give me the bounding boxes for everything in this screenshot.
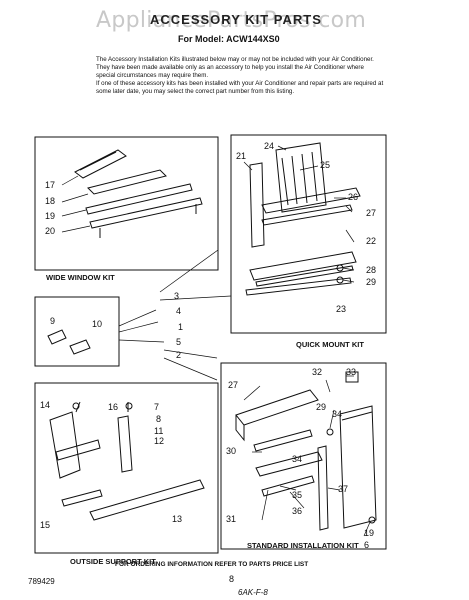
callout-4: 4: [176, 306, 182, 316]
callout-35: 35: [292, 490, 303, 500]
clip-parts: [47, 329, 91, 355]
callout-5: 5: [176, 337, 182, 347]
label-wide-window-kit: WIDE WINDOW KIT: [46, 273, 115, 282]
callout-7: 7: [154, 402, 160, 412]
callout-6: 6: [364, 540, 370, 550]
callout-34b: 34: [292, 454, 303, 464]
callout-28: 28: [366, 265, 377, 275]
callout-21: 21: [236, 151, 247, 161]
callout-36: 36: [292, 506, 303, 516]
callout-14: 14: [40, 400, 51, 410]
callout-32: 32: [312, 367, 323, 377]
callout-37: 37: [338, 484, 349, 494]
watermark: AppliancePartsPros.com: [96, 8, 367, 33]
intro-paragraph-2: If one of these accessory kits has been …: [96, 80, 384, 96]
standard-installation-kit-frame: [220, 362, 387, 550]
callout-31: 31: [226, 514, 237, 524]
wide-window-kit-parts: [74, 149, 203, 238]
callout-11: 11: [154, 426, 164, 436]
callout-8: 8: [156, 414, 162, 424]
callout-29b: 29: [316, 402, 327, 412]
page-number: 8: [229, 574, 235, 584]
callout-26: 26: [348, 192, 359, 202]
callout-3: 3: [174, 291, 180, 301]
callout-22: 22: [366, 236, 377, 246]
callout-33: 33: [346, 367, 357, 377]
callout-25: 25: [320, 160, 331, 170]
intro-paragraph-1: The Accessory Installation Kits illustra…: [96, 56, 374, 79]
label-quick-mount-kit: QUICK MOUNT KIT: [296, 340, 364, 349]
quick-mount-kit-parts: [245, 142, 361, 296]
document-number: 789429: [28, 577, 55, 586]
callout-27b: 27: [228, 380, 239, 390]
callout-19b: 19: [364, 528, 375, 538]
callout-2: 2: [176, 350, 182, 360]
quick-mount-kit-frame: [230, 134, 387, 334]
page-title: ACCESSORY KIT PARTS: [150, 12, 322, 27]
callout-16: 16: [108, 402, 119, 412]
callout-12: 12: [154, 436, 165, 446]
callout-10: 10: [92, 319, 103, 329]
callout-18: 18: [45, 196, 56, 206]
callout-19: 19: [45, 211, 56, 221]
outside-support-kit-parts: [49, 401, 205, 521]
callout-27a: 27: [366, 208, 377, 218]
ordering-note: FOR ORDERING INFORMATION REFER TO PARTS …: [115, 561, 309, 568]
intro-text: The Accessory Installation Kits illustra…: [96, 56, 384, 97]
callout-34a: 34: [332, 409, 343, 419]
handwritten-note: 6AK-F-8: [238, 588, 268, 597]
callout-9: 9: [50, 316, 56, 326]
callout-leaders: [61, 145, 371, 537]
callout-20: 20: [45, 226, 56, 236]
callout-17: 17: [45, 180, 56, 190]
wide-window-kit-frame: [34, 136, 219, 271]
outside-support-kit-frame: [34, 382, 219, 554]
callout-1: 1: [178, 322, 184, 332]
callout-15: 15: [40, 520, 51, 530]
label-outside-support-kit: OUTSIDE SUPPORT KIT: [70, 557, 156, 566]
callout-23: 23: [336, 304, 347, 314]
standard-installation-kit-parts: [235, 371, 377, 531]
callout-13: 13: [172, 514, 183, 524]
label-standard-installation-kit: STANDARD INSTALLATION KIT: [247, 541, 359, 550]
callout-30: 30: [226, 446, 237, 456]
callout-24: 24: [264, 141, 275, 151]
small-parts-frame: [34, 296, 120, 367]
model-number: For Model: ACW144XS0: [178, 34, 280, 44]
callout-29a: 29: [366, 277, 377, 287]
